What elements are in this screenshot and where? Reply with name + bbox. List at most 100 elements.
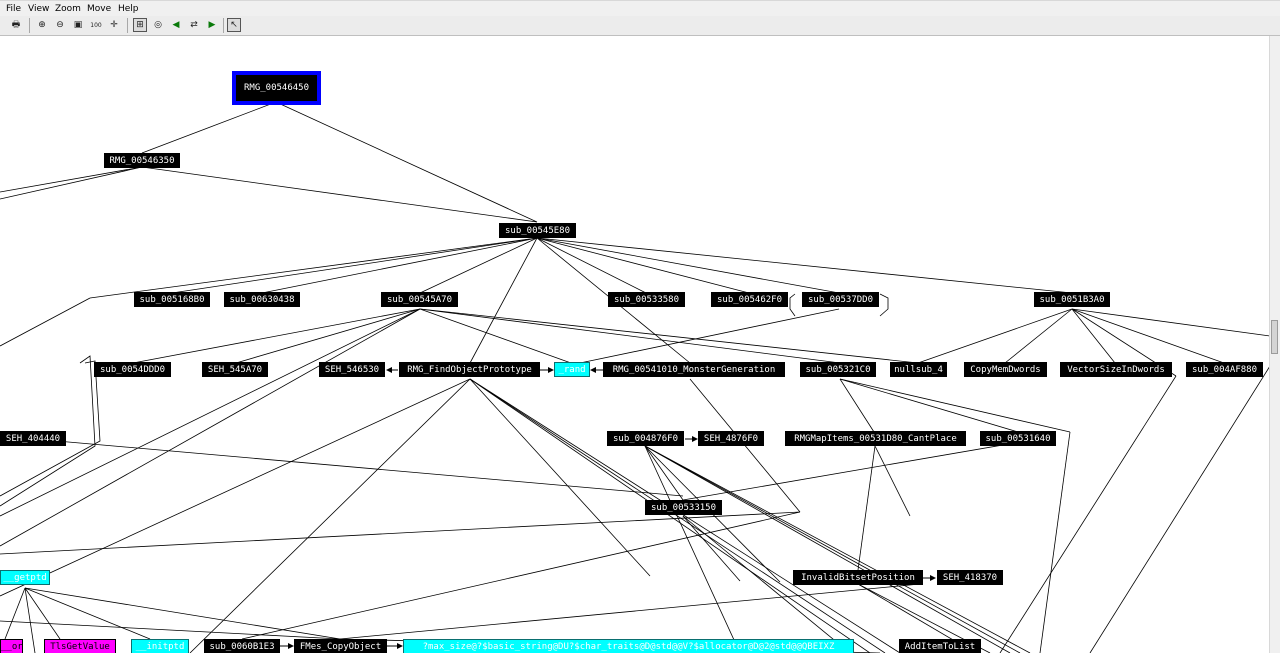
menu-file[interactable]: File: [6, 4, 22, 14]
graph-node[interactable]: SEH_545A70: [202, 362, 268, 377]
graph-edge: [0, 355, 96, 507]
toolbar-separator: [223, 18, 224, 33]
graph-edge: [132, 308, 421, 364]
call-graph-canvas[interactable]: RMG_00546450 RMG_00546350 sub_00545E80 s…: [0, 36, 1270, 653]
graph-node[interactable]: VectorSizeInDwords: [1060, 362, 1172, 377]
graph-edge: [682, 435, 1056, 501]
graph-node[interactable]: sub_00531640: [980, 431, 1056, 446]
graph-edge: [839, 378, 1071, 433]
graph-edges: [0, 101, 1270, 653]
graph-edge: [339, 583, 921, 640]
graph-node[interactable]: sub_0051B3A0: [1034, 292, 1110, 307]
graph-edge: [469, 378, 651, 577]
graph-node[interactable]: sub_005168B0: [134, 292, 210, 307]
graph-edge: [0, 511, 801, 555]
graph-edge: [1039, 431, 1071, 653]
graph-node-root[interactable]: RMG_00546450: [233, 72, 320, 104]
pointer-icon[interactable]: ↖: [227, 18, 241, 32]
graph-node[interactable]: RMGMapItems_00531D80_CantPlace: [785, 431, 966, 446]
graph-edge: [1004, 308, 1073, 364]
menu-help[interactable]: Help: [118, 4, 139, 14]
graph-edge: [1071, 308, 1116, 364]
graph-node[interactable]: sub_00533150: [645, 500, 722, 515]
back-icon[interactable]: ◀: [172, 20, 180, 30]
scrollbar-thumb[interactable]: [1271, 320, 1278, 354]
graph-node[interactable]: SEH_546530: [319, 362, 385, 377]
graph-node[interactable]: SEH_418370: [937, 570, 1003, 585]
graph-node-library[interactable]: _rand: [554, 362, 590, 377]
menu-view[interactable]: View: [28, 4, 50, 14]
overview-icon[interactable]: ◎: [154, 20, 162, 30]
graph-edge: [536, 237, 840, 294]
graph-edge: [1089, 365, 1270, 653]
graph-edge: [24, 587, 151, 640]
graph-edge: [469, 237, 538, 364]
print-icon[interactable]: 🖶: [11, 20, 21, 30]
graph-node[interactable]: sub_00545E80: [499, 223, 576, 238]
menu-bar: File View Zoom Move Help: [0, 0, 1280, 17]
zoom-fit-icon[interactable]: ▣: [73, 20, 83, 30]
graph-edge: [682, 515, 741, 582]
graph-edge: [0, 435, 684, 497]
graph-edge: [879, 293, 889, 317]
graph-edge: [261, 237, 538, 294]
graph-edge: [839, 378, 1019, 433]
graph-edge: [839, 378, 875, 433]
graph-edge: [235, 308, 421, 364]
graph-edge: [0, 378, 471, 597]
graph-node[interactable]: sub_005462F0: [711, 292, 788, 307]
graph-node-import[interactable]: TlsGetValue: [44, 639, 116, 653]
graph-node[interactable]: SEH_404440: [0, 431, 66, 446]
graph-edge: [171, 237, 538, 294]
graph-edge: [24, 587, 341, 640]
graph-edge: [644, 445, 1011, 653]
graph-node[interactable]: nullsub_4: [890, 362, 947, 377]
graph-node[interactable]: CopyMemDwords: [964, 362, 1047, 377]
graph-node[interactable]: AddItemToList: [899, 639, 981, 653]
graph-edge: [0, 360, 101, 497]
menu-zoom[interactable]: Zoom: [55, 4, 81, 14]
graph-node[interactable]: InvalidBitsetPosition: [793, 570, 923, 585]
zoom-out-icon[interactable]: ⊖: [56, 20, 64, 30]
graph-node[interactable]: FMes_CopyObject: [294, 639, 387, 653]
graph-node[interactable]: RMG_FindObjectPrototype: [399, 362, 540, 377]
graph-edge: [682, 515, 851, 653]
graph-node-library[interactable]: __getptd: [0, 570, 50, 585]
graph-node[interactable]: sub_00630438: [224, 292, 300, 307]
graph-edge: [0, 620, 341, 640]
graph-node[interactable]: sub_004876F0: [607, 431, 684, 446]
graph-edge: [141, 166, 538, 223]
graph-edge: [644, 445, 1021, 653]
graph-node[interactable]: sub_005321C0: [800, 362, 876, 377]
layout-icon[interactable]: ⊞: [133, 18, 147, 32]
graph-edge: [536, 237, 750, 294]
forward-icon[interactable]: ▶: [208, 20, 216, 30]
graph-node-library[interactable]: ?max_size@?$basic_string@DU?$char_traits…: [403, 639, 854, 653]
graph-edge: [189, 378, 471, 653]
menu-move[interactable]: Move: [87, 4, 112, 14]
graph-node-import[interactable]: __or: [0, 639, 23, 653]
graph-edge: [4, 587, 26, 640]
vertical-scrollbar[interactable]: [1269, 36, 1280, 653]
zoom-in-icon[interactable]: ⊕: [38, 20, 46, 30]
graph-edge: [419, 308, 572, 364]
graph-node[interactable]: RMG_00546350: [104, 153, 180, 168]
graph-node[interactable]: sub_00537DD0: [802, 292, 879, 307]
pan-icon[interactable]: ✛: [110, 20, 118, 30]
graph-edge: [0, 166, 143, 200]
graph-edge: [874, 445, 911, 517]
zoom-100-icon[interactable]: 100: [90, 21, 102, 29]
graph-edge: [241, 511, 801, 640]
graph-node[interactable]: sub_004AF880: [1186, 362, 1263, 377]
graph-edge: [0, 166, 143, 193]
graph-node[interactable]: RMG_00541010_MonsterGeneration: [603, 362, 785, 377]
graph-node[interactable]: sub_00545A70: [381, 292, 458, 307]
graph-node[interactable]: sub_0054DDD0: [94, 362, 171, 377]
graph-node[interactable]: sub_00533580: [608, 292, 685, 307]
graph-edge: [89, 237, 538, 299]
graph-node[interactable]: SEH_4876F0: [698, 431, 764, 446]
graph-node-library[interactable]: __initptd: [131, 639, 189, 653]
relayout-icon[interactable]: ⇄: [190, 20, 198, 30]
graph-edge: [24, 587, 61, 640]
graph-node[interactable]: sub_0060B1E3: [204, 639, 280, 653]
